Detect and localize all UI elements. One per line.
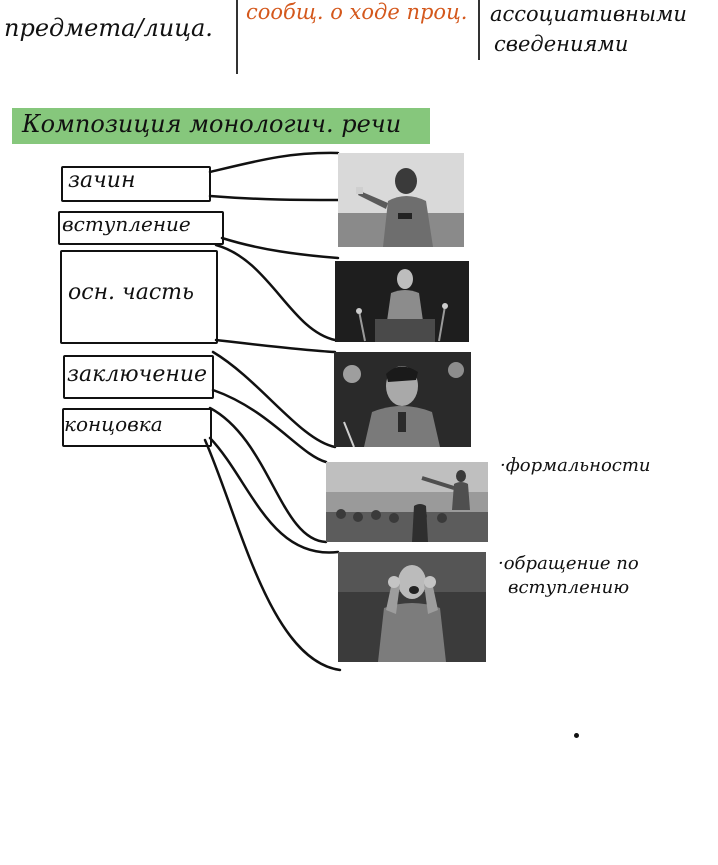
- title-highlight: [12, 108, 430, 144]
- column-divider-1: [236, 0, 238, 74]
- top-note-col2: сообщ. о ходе проц.: [246, 0, 468, 24]
- connector-zakl-1: [211, 350, 337, 449]
- connector-vstuplenie: [220, 236, 340, 260]
- connector-konc-2: [208, 436, 340, 554]
- note-clarification-line2: вступлению: [508, 577, 630, 598]
- top-note-col1: предмета/лица.: [4, 14, 213, 42]
- ink-dot: [574, 733, 579, 738]
- connector-osn-chast-1: [214, 243, 337, 342]
- box-zachin: [61, 166, 211, 202]
- speaker-photo-closeup: [334, 352, 471, 447]
- box-label-zachin: зачин: [68, 168, 136, 193]
- box-label-osn-chast: осн. часть: [68, 280, 195, 305]
- box-osn-chast: [60, 250, 218, 344]
- box-vstuplenie: [58, 211, 224, 245]
- top-note-col3-line1: ассоциативными: [490, 2, 687, 26]
- connector-zachin-bottom: [208, 194, 340, 202]
- connector-zakl-2: [211, 388, 328, 464]
- connector-konc-1: [208, 406, 328, 544]
- note-clarification-line1: ·обращение по: [498, 553, 639, 574]
- box-zaklyuchenie: [63, 355, 214, 399]
- top-note-col3-line2: сведениями: [494, 32, 629, 56]
- column-divider-2: [478, 0, 480, 60]
- note-formality: ·формальности: [500, 455, 651, 476]
- box-koncovka: [62, 408, 212, 447]
- connector-konc-3: [203, 438, 342, 672]
- speaker-photo-crowd-salute: [326, 462, 488, 542]
- connector-zachin-top: [208, 151, 340, 174]
- speaker-photo-shouting: [338, 552, 486, 662]
- box-label-zaklyuchenie: заключение: [67, 362, 208, 387]
- connector-osn-chast-2: [214, 338, 337, 354]
- diagram-title: Композиция монологич. речи: [22, 110, 402, 138]
- box-label-vstuplenie: вступление: [62, 212, 191, 236]
- box-label-koncovka: концовка: [64, 412, 163, 436]
- speaker-photo-pointing: [338, 153, 464, 247]
- speaker-photo-podium: [335, 261, 469, 342]
